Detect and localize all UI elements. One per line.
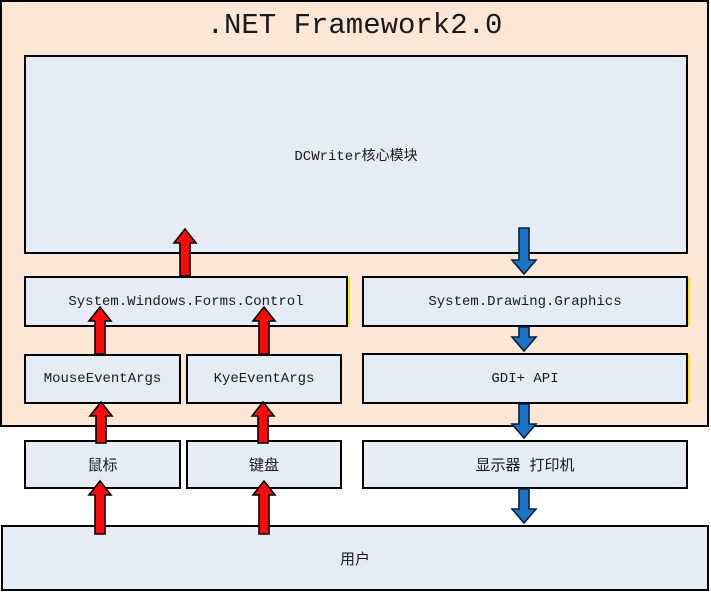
box-mouse: 鼠标: [24, 440, 181, 489]
box-gdi-api: GDI+ API: [362, 353, 688, 404]
box-key-event-args-label: KyeEventArgs: [213, 371, 315, 387]
box-drawing-graphics: System.Drawing.Graphics: [362, 276, 688, 327]
box-mouse-event-args-label: MouseEventArgs: [43, 371, 162, 387]
box-user-label: 用户: [339, 551, 370, 569]
box-drawing-graphics-label: System.Drawing.Graphics: [428, 293, 622, 310]
framework-title: .NET Framework2.0: [206, 9, 503, 42]
box-forms-control-label: System.Windows.Forms.Control: [68, 293, 304, 310]
box-keyboard: 键盘: [186, 440, 342, 489]
box-keyboard-label: 键盘: [248, 458, 279, 475]
box-dcwriter-core-label: DCWriter核心模块: [294, 148, 418, 165]
box-display-printer-label: 显示器 打印机: [475, 458, 575, 475]
box-display-printer: 显示器 打印机: [362, 440, 688, 489]
box-key-event-args: KyeEventArgs: [186, 354, 342, 404]
down-arrow-display-to-user: [510, 488, 538, 525]
box-user: 用户: [1, 525, 709, 591]
box-dcwriter-core: DCWriter核心模块: [24, 55, 688, 254]
box-mouse-event-args: MouseEventArgs: [24, 354, 181, 404]
box-mouse-label: 鼠标: [87, 458, 118, 475]
box-gdi-api-label: GDI+ API: [491, 370, 559, 387]
box-forms-control: System.Windows.Forms.Control: [24, 276, 348, 327]
